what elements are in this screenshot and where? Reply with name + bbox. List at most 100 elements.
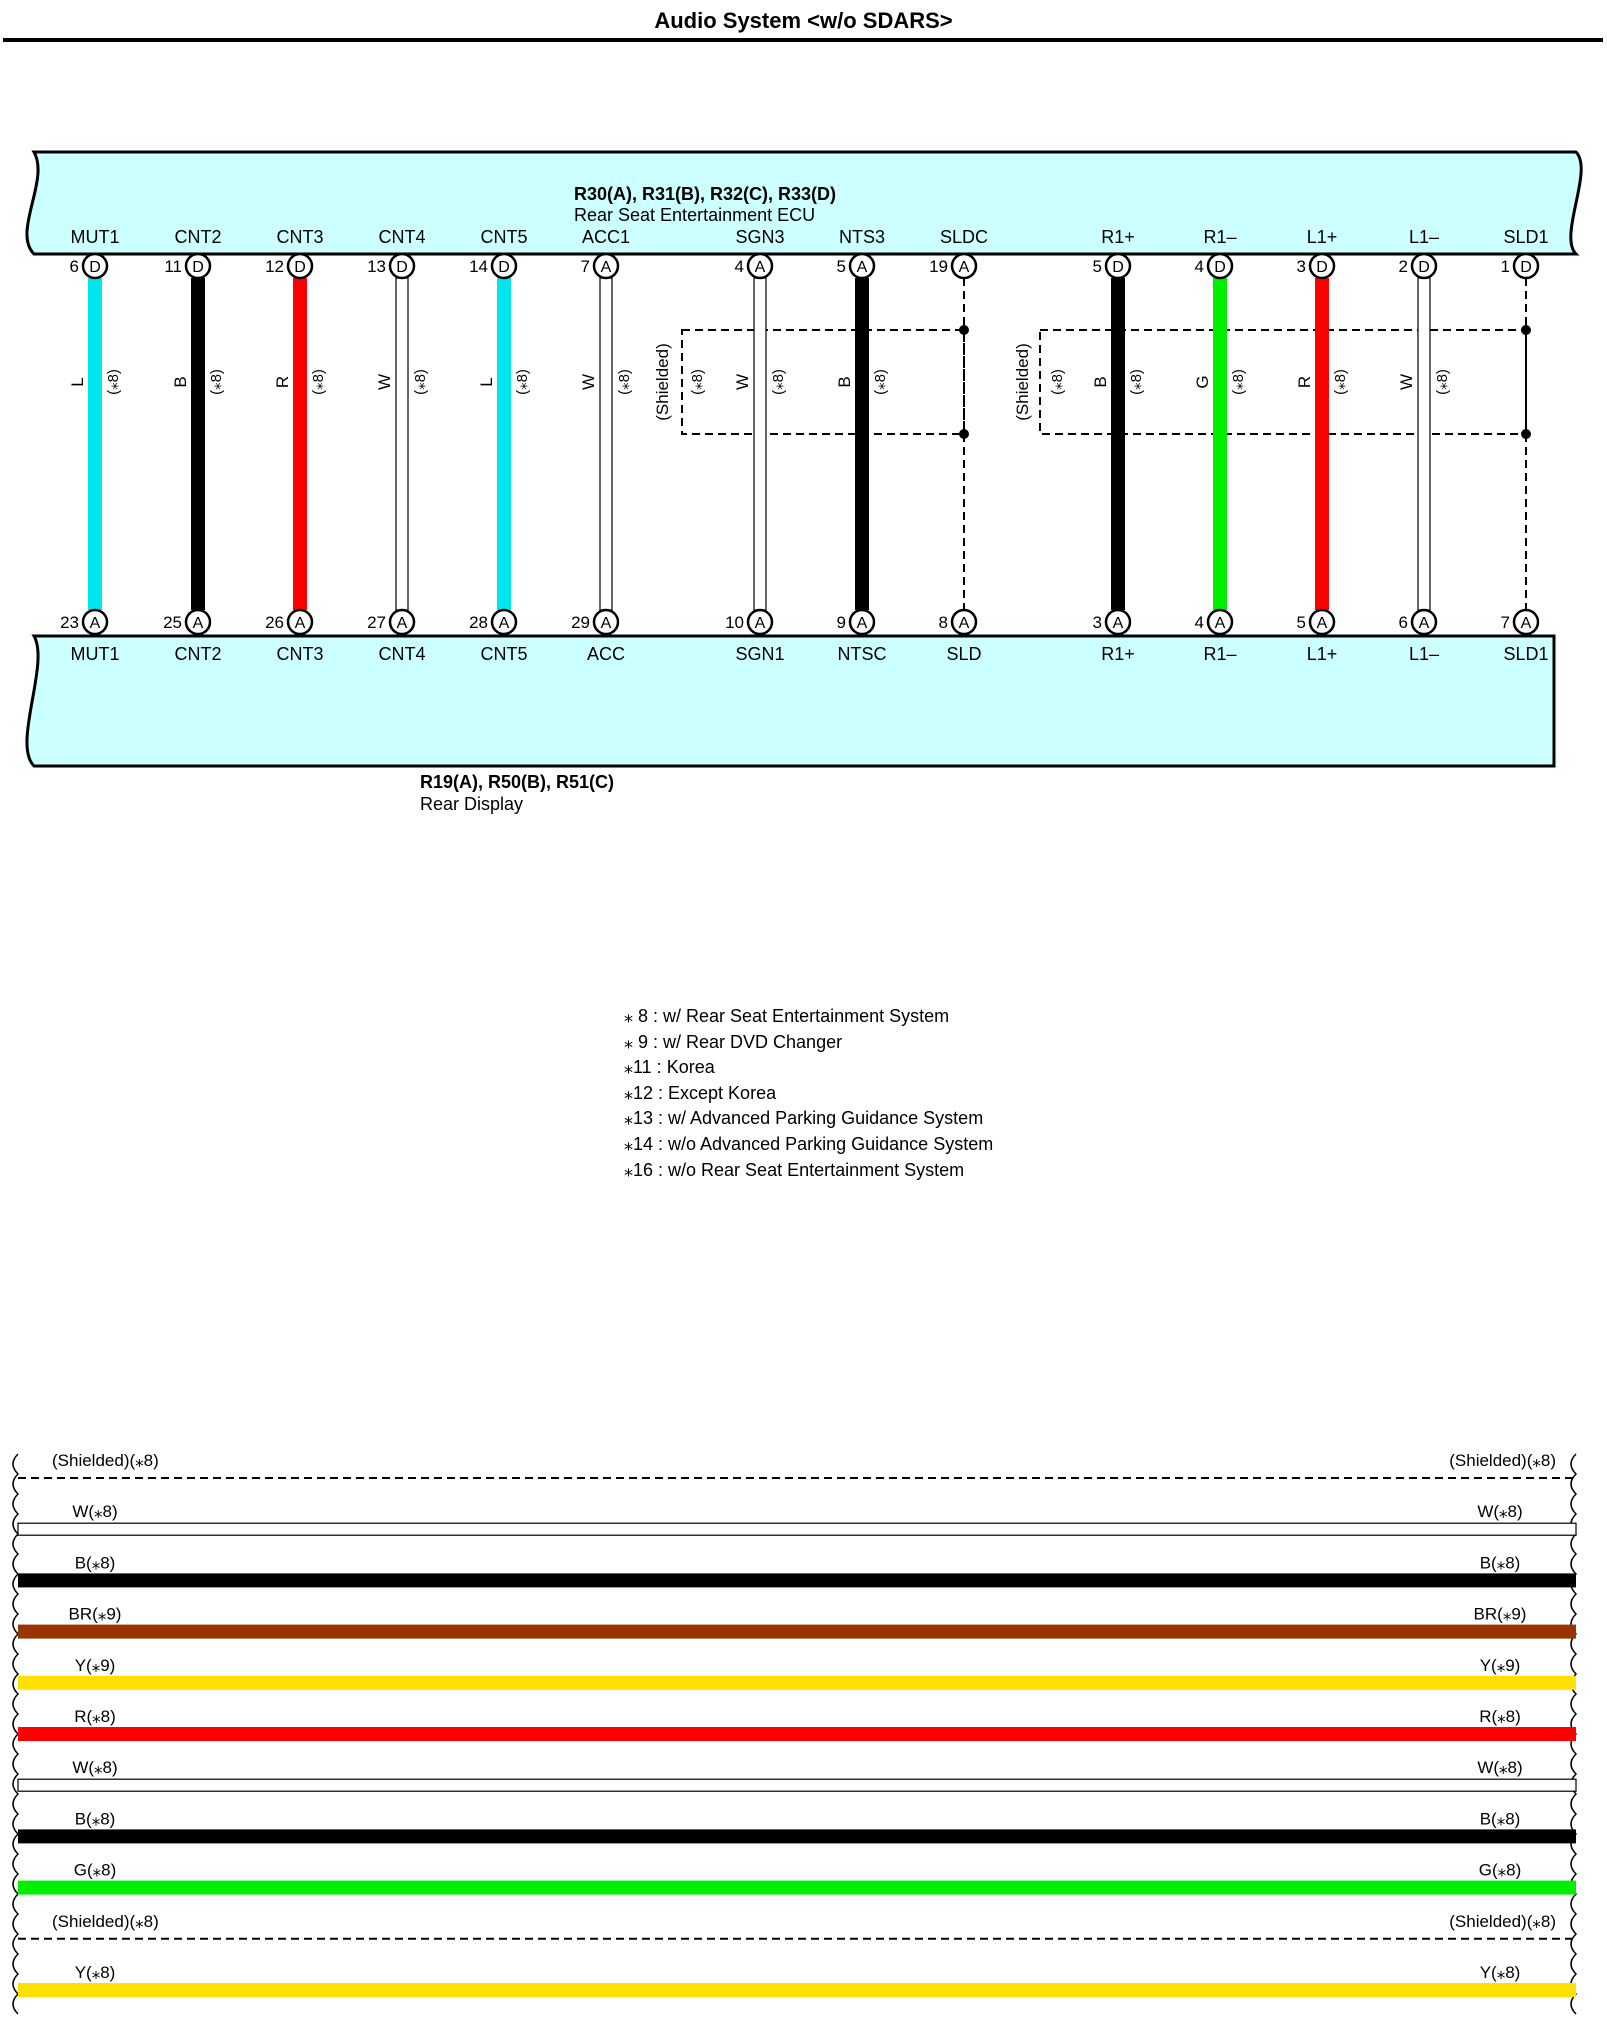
bottom-pin-number: 4: [1195, 613, 1204, 632]
top-pin-number: 7: [581, 257, 590, 276]
top-pin-number: 6: [70, 257, 79, 276]
bottom-pin-label: MUT1: [71, 644, 120, 664]
wire-color-code: W: [579, 374, 598, 390]
wire-line: [191, 278, 205, 610]
harness-label-left: G(⁎8): [74, 1861, 117, 1880]
harness-row: W(⁎8)W(⁎8): [17, 1758, 1577, 1792]
shield-label: (Shielded): [1013, 343, 1032, 421]
top-pin-number: 12: [265, 257, 284, 276]
bottom-pin-label: R1+: [1101, 644, 1135, 664]
harness-label-right: (Shielded)(⁎8): [1449, 1912, 1556, 1931]
top-pin-circle: [1104, 252, 1132, 280]
legend-item: ⁎11 : Korea: [624, 1057, 715, 1078]
bottom-pin-circle: [592, 608, 620, 636]
wire-note: (⁎8): [1332, 369, 1349, 395]
top-pin-label: MUT1: [71, 227, 120, 247]
harness-label-right: G(⁎8): [1479, 1861, 1522, 1880]
harness-row: BR(⁎9) BR(⁎9): [18, 1605, 1576, 1639]
bottom-connector-letter: A: [601, 615, 612, 632]
harness-row: B(⁎8)B(⁎8): [18, 1809, 1576, 1844]
wire-color-code: L: [68, 377, 87, 386]
top-connector-ids: R30(A), R31(B), R32(C), R33(D): [574, 184, 836, 204]
bottom-connector-letter: A: [397, 615, 408, 632]
wire-color-code: W: [375, 374, 394, 390]
splice-dot: [1521, 429, 1531, 439]
top-pin-label: CNT3: [276, 227, 323, 247]
wire-line: [855, 278, 869, 610]
bottom-connector-letter: A: [193, 615, 204, 632]
top-pin-label: ACC1: [582, 227, 630, 247]
top-pin-number: 5: [837, 257, 846, 276]
wire-color-code: R: [273, 376, 292, 388]
bottom-pin-circle: [81, 608, 109, 636]
top-pin-number: 4: [735, 257, 744, 276]
wire-note: (⁎8): [310, 369, 327, 395]
top-connector-letter: D: [294, 259, 306, 276]
splice-dot: [959, 429, 969, 439]
wire-line: [1111, 278, 1125, 610]
bottom-pin-number: 8: [939, 613, 948, 632]
legend-item: ⁎12 : Except Korea: [624, 1082, 777, 1103]
top-pin-number: 11: [164, 257, 182, 276]
harness-wire: [18, 1675, 1576, 1690]
top-pin-label: SLDC: [940, 227, 988, 247]
harness-label-right: B(⁎8): [1480, 1553, 1521, 1572]
wire-note: (⁎8): [514, 369, 531, 395]
wire-color-code: B: [1091, 376, 1110, 387]
bottom-pin-number: 29: [571, 613, 590, 632]
harness-label-right: BR(⁎9): [1474, 1605, 1527, 1624]
top-pin-number: 3: [1297, 257, 1306, 276]
top-connector-letter: D: [89, 259, 101, 276]
harness-wire: [18, 1983, 1576, 1997]
wire-color-code: B: [835, 376, 854, 387]
top-pin-number: 4: [1195, 257, 1204, 276]
harness-label-left: BR(⁎9): [69, 1605, 122, 1624]
top-pin-label: L1–: [1409, 227, 1439, 247]
legend-item: ⁎ 8 : w/ Rear Seat Entertainment System: [624, 1006, 950, 1026]
harness-row: R(⁎8)R(⁎8): [18, 1707, 1576, 1741]
top-connector-letter: D: [1112, 259, 1124, 276]
bottom-pin-circle: [286, 608, 314, 636]
bottom-pin-label: CNT2: [174, 644, 221, 664]
harness-label-left: W(⁎8): [72, 1758, 117, 1777]
harness-label-left: Y(⁎9): [75, 1656, 116, 1675]
wire-note: (⁎8): [616, 369, 633, 395]
bottom-connector-letter: A: [1317, 615, 1328, 632]
legend-item: ⁎13 : w/ Advanced Parking Guidance Syste…: [624, 1108, 984, 1129]
harness-wire: [18, 1624, 1576, 1639]
bottom-pin-circle: [490, 608, 518, 636]
bottom-pin-circle: [848, 608, 876, 636]
wire-line: [1315, 278, 1329, 610]
wire-note: (⁎8): [872, 369, 889, 395]
page-title: Audio System <w/o SDARS>: [654, 8, 953, 33]
bottom-connector-body: [25, 634, 1556, 768]
bottom-pin-circle: [184, 608, 212, 636]
wire-color-code: W: [733, 374, 752, 390]
harness-label-right: R(⁎8): [1479, 1707, 1521, 1726]
shield-box: [681, 329, 965, 435]
harness-label-right: (Shielded)(⁎8): [1449, 1451, 1556, 1470]
bottom-pin-circle: [1512, 608, 1540, 636]
bottom-pin-label: L1+: [1307, 644, 1338, 664]
bottom-pin-number: 10: [725, 613, 744, 632]
harness-layer: (Shielded)(⁎8)(Shielded)(⁎8)W(⁎8)W(⁎8)B(…: [12, 1451, 1578, 2015]
harness-row: (Shielded)(⁎8)(Shielded)(⁎8): [18, 1451, 1576, 1479]
bottom-pin-label: L1–: [1409, 644, 1439, 664]
bottom-pin-label: NTSC: [838, 644, 887, 664]
top-pin-number: 5: [1093, 257, 1102, 276]
top-connector-letter: A: [601, 259, 612, 276]
wires-layer: (Shielded)(⁎8)(Shielded)(⁎8)L(⁎8)MUT1D6A…: [60, 227, 1548, 664]
harness-label-right: B(⁎8): [1480, 1809, 1521, 1828]
top-pin-circle: [1206, 252, 1234, 280]
top-pin-number: 14: [469, 257, 488, 276]
harness-wire-white: [17, 1522, 1577, 1536]
